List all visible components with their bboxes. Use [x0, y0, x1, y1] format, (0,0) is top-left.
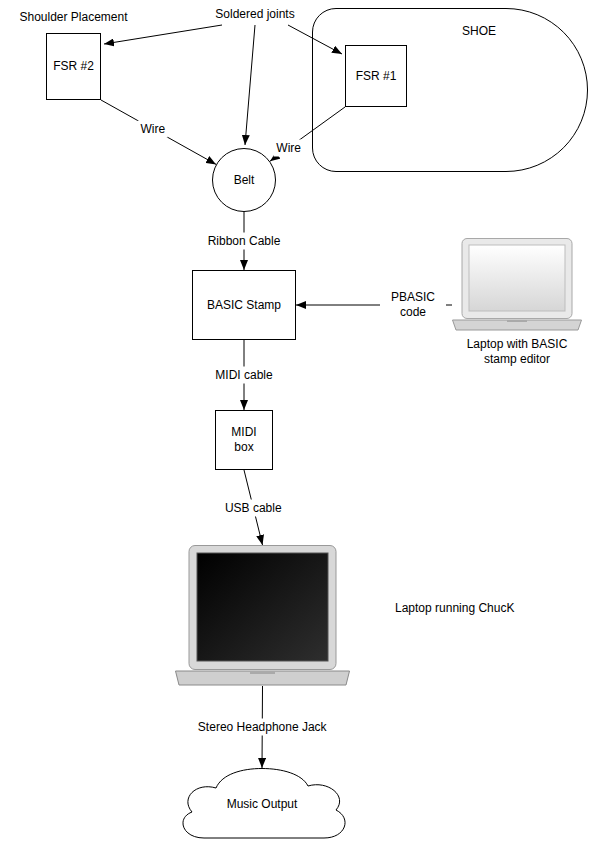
- connector-arrow: [296, 305, 452, 306]
- caption-label: Shoulder Placement: [19, 10, 127, 25]
- node-label: FSR #2: [53, 59, 94, 74]
- node-label: MIDI box: [227, 425, 261, 455]
- connector-arrow: [270, 107, 345, 161]
- laptop-base: [453, 320, 582, 330]
- laptop-bezel: [462, 239, 572, 319]
- circle-shape: [213, 149, 276, 212]
- sensor-box: Shoulder PlacementFSR #2: [46, 33, 101, 100]
- shoe-outline: SHOE FSR #1: [312, 8, 588, 172]
- connector-arrow: [101, 100, 216, 164]
- laptop-base: [176, 671, 350, 685]
- edge-label-slot: Ribbon Cable: [205, 233, 284, 250]
- process-box: MIDI box: [215, 410, 273, 470]
- edge-label: Stereo Headphone Jack: [195, 719, 330, 736]
- process-box: BASIC Stamp: [192, 270, 296, 340]
- edge-label: PBASIC code: [380, 289, 446, 321]
- edge-label-slot: MIDI cable: [212, 367, 275, 384]
- edge-label: Ribbon Cable: [205, 233, 284, 250]
- caption-slot: Laptop running ChucK: [395, 601, 514, 616]
- cloud-shape: [183, 769, 345, 839]
- caption-label: Laptop with BASIC stamp editor: [452, 337, 582, 367]
- sensor-box: FSR #1: [345, 45, 407, 107]
- laptop-notch: [250, 671, 275, 674]
- shoe-shape: [313, 9, 588, 172]
- leader-line: [288, 25, 342, 54]
- leader-line: [245, 25, 255, 145]
- belt-circle: Belt: [212, 148, 276, 212]
- edge-label-slot: Wire: [137, 120, 168, 137]
- edge-label-slot: PBASIC code: [380, 289, 446, 321]
- laptop-bezel: [189, 546, 336, 670]
- laptop2-outline: [175, 545, 350, 686]
- edge-label-slot: Wire: [273, 139, 304, 156]
- edge-label-slot: USB cable: [222, 499, 285, 516]
- leader-line: [104, 25, 222, 44]
- caption-slot: Laptop with BASIC stamp editor: [452, 337, 582, 367]
- node-label: BASIC Stamp: [207, 298, 281, 313]
- edge-label: Wire: [137, 120, 168, 137]
- circle-outline: [212, 148, 276, 212]
- connector-arrow: [244, 212, 245, 270]
- connector-arrow: [262, 686, 264, 768]
- node-label: SHOE: [462, 24, 496, 39]
- edge-label: Wire: [273, 139, 304, 156]
- connector-arrow: [244, 470, 263, 545]
- node-label: Belt: [234, 173, 255, 188]
- laptop-screen: [469, 245, 565, 311]
- caption-slot: Shoulder Placement: [19, 10, 127, 25]
- label-slot: Soldered joints: [215, 7, 294, 22]
- node-label: Music Output: [227, 797, 298, 812]
- cloud-outline: [172, 768, 352, 840]
- laptop-figure: Laptop running ChucK: [175, 545, 350, 686]
- laptop-figure: Laptop with BASIC stamp editor: [452, 238, 582, 331]
- laptop-notch: [507, 320, 527, 322]
- edge-label: USB cable: [222, 499, 285, 516]
- callout-label: Soldered joints: [215, 7, 294, 22]
- laptop-screen: [197, 553, 328, 661]
- node-label: FSR #1: [356, 69, 397, 84]
- edge-label-slot: Stereo Headphone Jack: [195, 719, 330, 736]
- shoe-outline: [312, 8, 588, 172]
- output-cloud: Music Output: [172, 768, 352, 840]
- edge-label: MIDI cable: [212, 367, 275, 384]
- laptop1-outline: [452, 238, 582, 331]
- connector-arrow: [244, 340, 245, 410]
- caption-label: Laptop running ChucK: [395, 601, 514, 616]
